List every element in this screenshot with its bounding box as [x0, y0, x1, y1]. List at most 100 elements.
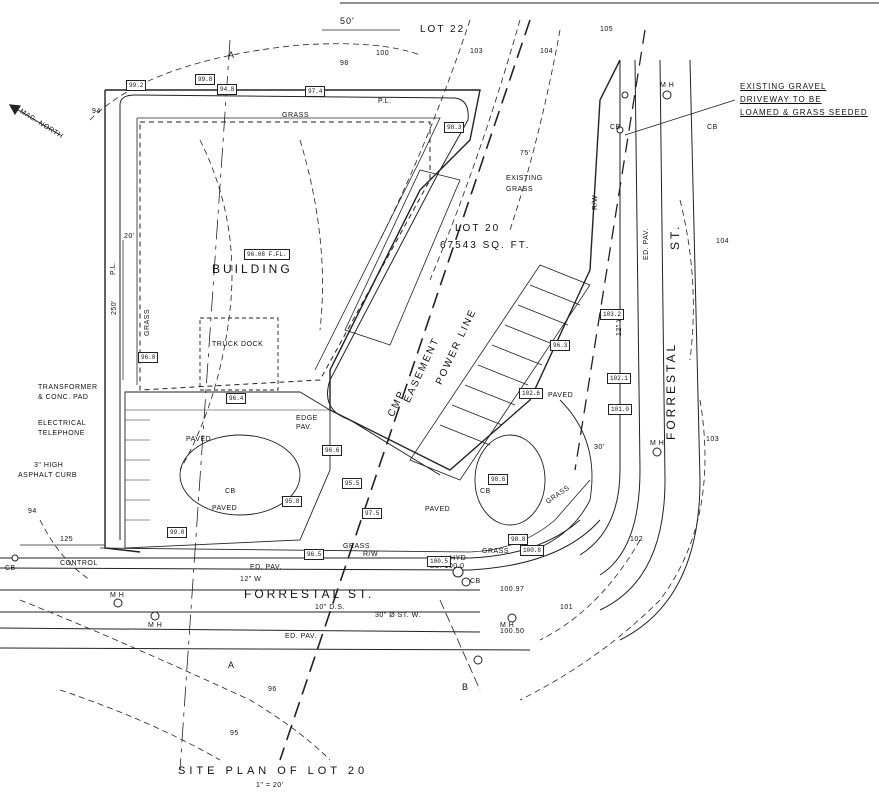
parking-stalls-left	[125, 419, 150, 521]
easement-strip	[344, 169, 461, 346]
grass-label-west: GRASS	[144, 308, 151, 336]
pl-top-label: P.L.	[378, 98, 392, 105]
power-line	[279, 19, 531, 761]
spot-elevation: 97.5	[362, 508, 383, 519]
note-line-3: LOAMED & GRASS SEEDED	[740, 108, 868, 117]
manhole-marker	[113, 598, 123, 608]
power-pole-marker	[621, 91, 629, 99]
paved-curve	[519, 399, 593, 556]
driveway-curb	[119, 94, 469, 540]
manhole-marker	[662, 90, 672, 100]
transformer-label: TRANSFORMER	[38, 384, 98, 391]
dim-75-label: 75'	[520, 150, 531, 157]
spot-elevation: 99.0	[167, 527, 188, 538]
existing-grass-label: EXISTING GRASS	[506, 175, 543, 193]
lot-boundary	[104, 59, 621, 553]
catch-basin-marker	[616, 126, 624, 134]
cb2-label: CB	[480, 488, 491, 495]
spot-elevation: 96.6	[322, 445, 343, 456]
contour-label: 95	[230, 730, 239, 737]
ed-pav-south-label: ED. PAV.	[285, 633, 317, 640]
cb1-label: CB	[225, 488, 236, 495]
elev-100-97: 100.97	[500, 586, 525, 593]
power-pole-marker	[11, 554, 19, 562]
mh-label-2: M H	[148, 622, 163, 629]
contour-label: 100	[376, 50, 390, 57]
spot-elevation: 96.5	[304, 549, 325, 560]
spot-elevation: 94.8	[217, 84, 238, 95]
spot-elevation: 103.2	[600, 309, 625, 320]
electrical-label: ELECTRICAL	[38, 420, 87, 427]
mh-label-4: M H	[660, 82, 675, 89]
conc-pad-label: & CONC. PAD	[38, 394, 89, 401]
pl-west-label: P.L.	[110, 261, 117, 275]
dim-20-label: 20'	[124, 233, 135, 240]
dim-50-label: 50'	[340, 16, 355, 26]
driveway-note: EXISTING GRAVEL DRIVEWAY TO BE LOAMED & …	[740, 80, 868, 119]
truck-dock-label: TRUCK DOCK	[212, 341, 264, 348]
mh-label-1: M H	[110, 592, 125, 599]
spot-elevation: 96.4	[226, 393, 247, 404]
contour-label: 94	[28, 508, 37, 515]
dim-30-label: 30'	[594, 444, 605, 451]
spot-elevation: 100.5	[427, 556, 452, 567]
rw-south-label: R/W	[363, 551, 379, 558]
ed-pav-north-label: ED. PAV.	[250, 564, 282, 571]
forrestal-vertical-label: FORRESTAL	[664, 341, 678, 440]
telephone-label: TELEPHONE	[38, 430, 85, 437]
north-arrow	[9, 104, 61, 136]
forrestal-st-label: FORRESTAL ST.	[244, 587, 375, 601]
spot-elevation: 100.8	[520, 545, 545, 556]
manhole-marker	[652, 447, 662, 457]
north-arrowhead	[8, 104, 22, 116]
contour-label: 98	[340, 60, 349, 67]
building-label: BUILDING	[212, 262, 293, 276]
grass-label-top: GRASS	[282, 112, 310, 119]
spot-elevation: 95.5	[342, 478, 363, 489]
lot-20-area: 67543 SQ. FT.	[440, 240, 531, 251]
note-line-2: DRIVEWAY TO BE	[740, 95, 822, 104]
paved-label-4: PAVED	[548, 392, 574, 399]
ed-pav-east-label: ED. PAV.	[643, 228, 650, 260]
hydrant-marker	[452, 566, 464, 578]
spot-elevation: 101.0	[608, 404, 633, 415]
cb-ne-label: CB	[610, 124, 621, 131]
contour-label: 103	[706, 436, 720, 443]
st-vertical-label: ST.	[668, 223, 682, 250]
spot-elevation: 95.8	[282, 496, 303, 507]
drawing-scale: 1" = 20'	[256, 782, 284, 789]
forrestal-st-east	[579, 59, 701, 641]
paved-label-1: PAVED	[186, 436, 212, 443]
section-line-a	[179, 39, 231, 771]
dim-250-label: 250'	[111, 299, 118, 315]
spot-elevation: 98.6	[488, 474, 509, 485]
spot-elevation: 102.1	[607, 373, 632, 384]
section-line-b	[439, 599, 481, 691]
section-a-label: A	[228, 660, 236, 670]
building-elevation: 96.08 F.FL.	[244, 249, 290, 260]
contour-label: 104	[540, 48, 554, 55]
parking-stalls-right	[409, 264, 591, 481]
note-line-1: EXISTING GRAVEL	[740, 82, 827, 91]
lot-22-label: LOT 22	[420, 24, 466, 35]
paved-label-3: PAVED	[425, 506, 451, 513]
cb-hyd-label: CB	[470, 578, 481, 585]
hyd-label: HYD	[450, 555, 467, 562]
cb2-grading-ellipse	[474, 434, 546, 526]
cb1-grading-ellipse	[179, 434, 301, 516]
lot-20-label: LOT 20	[455, 223, 501, 234]
cb-west-label: CB	[5, 565, 16, 572]
spot-elevation: 96.0	[138, 352, 159, 363]
section-a-top-label: A	[228, 50, 236, 60]
power-pole-marker	[473, 655, 483, 665]
paved-label-2: PAVED	[212, 505, 238, 512]
contour-label: 94	[92, 108, 101, 115]
edge-pav-label: EDGE PAV.	[296, 415, 318, 431]
spot-elevation: 96.3	[550, 340, 571, 351]
truck-dock-outline	[199, 317, 279, 391]
manhole-marker	[507, 613, 517, 623]
catch-basin-marker	[461, 577, 471, 587]
contour-label: 102	[630, 536, 644, 543]
spot-elevation: 102.6	[519, 388, 544, 399]
grass-label-south: GRASS	[343, 543, 371, 550]
